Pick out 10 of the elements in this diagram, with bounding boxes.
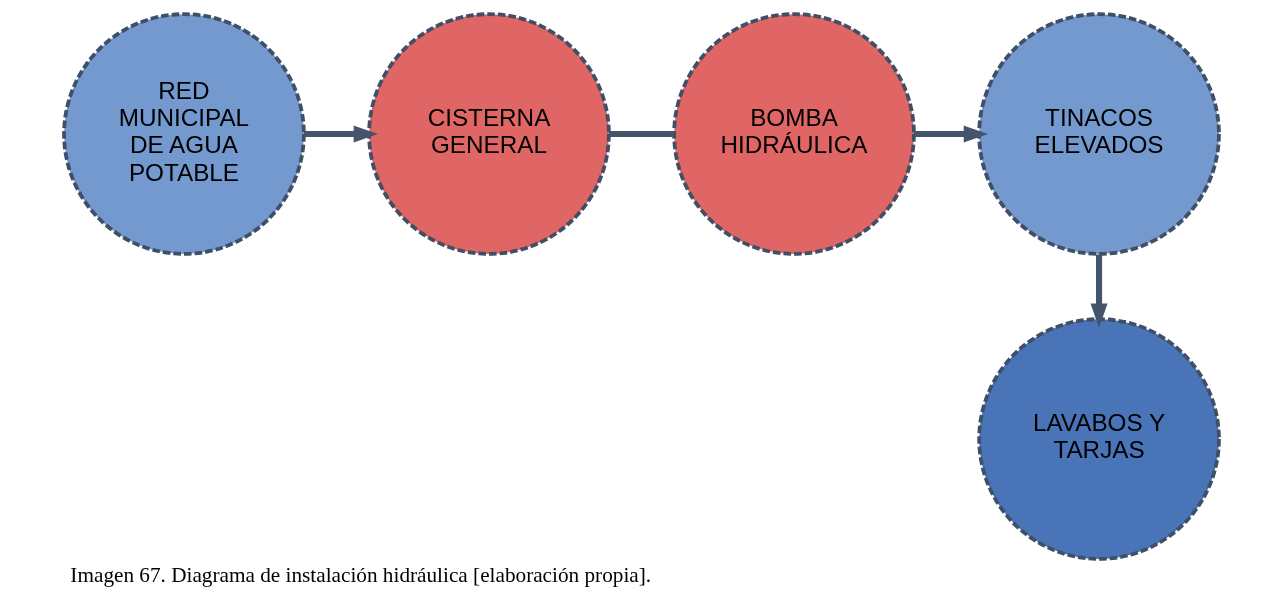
node-circle: RED MUNICIPAL DE AGUA POTABLE — [61, 12, 306, 256]
node-circle: BOMBA HIDRÁULICA — [671, 12, 916, 256]
node-circle: LAVABOS Y TARJAS — [976, 317, 1221, 561]
arrow — [913, 125, 988, 143]
node-circle: TINACOS ELEVADOS — [976, 12, 1221, 256]
node-circle: CISTERNA GENERAL — [366, 12, 611, 256]
arrow — [303, 125, 378, 143]
connector — [608, 131, 674, 138]
caption: Imagen 67. Diagrama de instalación hidráulica [elaboración propia]. — [69, 563, 651, 588]
arrow — [1090, 254, 1108, 328]
